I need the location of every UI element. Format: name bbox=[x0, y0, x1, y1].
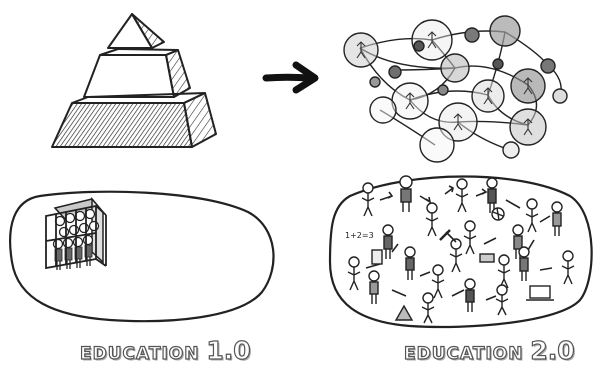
boxed-crowd-icon bbox=[45, 196, 107, 270]
svg-text:1+2=3: 1+2=3 bbox=[345, 231, 374, 240]
caption-education-1: EDUCATION 1.0 bbox=[79, 335, 252, 366]
caption-version: 1.0 bbox=[206, 335, 252, 365]
free-people-icon: 1+2=3 bbox=[345, 175, 575, 324]
caption-version: 2.0 bbox=[530, 335, 576, 365]
left-blob bbox=[9, 190, 275, 323]
network-icon bbox=[343, 15, 568, 163]
caption-education-2: EDUCATION 2.0 bbox=[403, 335, 576, 366]
right-blob bbox=[328, 175, 593, 329]
caption-word: EDUCATION bbox=[79, 343, 200, 364]
arrow-right-icon bbox=[262, 61, 319, 94]
caption-word: EDUCATION bbox=[403, 343, 524, 364]
pyramid-icon bbox=[51, 13, 217, 148]
